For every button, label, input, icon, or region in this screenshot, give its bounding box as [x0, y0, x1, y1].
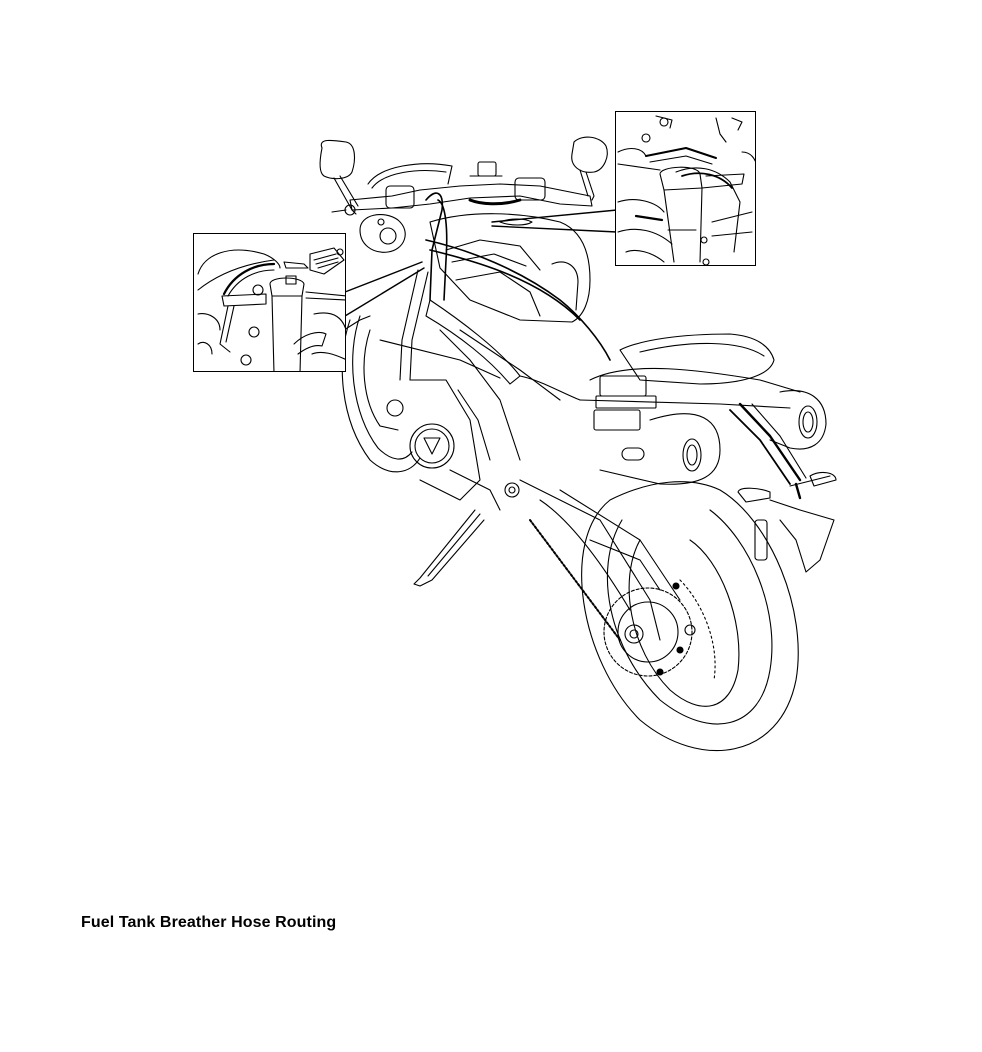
left-mirror [319, 139, 359, 216]
detail-inset-left [193, 233, 346, 372]
front-wheel [341, 315, 421, 473]
frame [379, 269, 581, 461]
side-stand [413, 509, 485, 587]
rear-wheel [581, 481, 799, 751]
engine [409, 379, 520, 511]
seat-and-tail [579, 333, 801, 431]
exhaust-left [599, 413, 721, 485]
exhaust-right [769, 390, 827, 450]
front-nacelle [359, 214, 406, 253]
motorcycle-illustration [319, 136, 837, 751]
cable-harness [425, 192, 611, 361]
swingarm [519, 479, 681, 641]
plate-hanger [729, 402, 837, 573]
leader-lines [344, 209, 618, 317]
right-mirror [571, 136, 608, 201]
handlebar [349, 161, 593, 211]
detail-inset-right [615, 111, 756, 266]
figure-caption: Fuel Tank Breather Hose Routing [81, 914, 337, 931]
